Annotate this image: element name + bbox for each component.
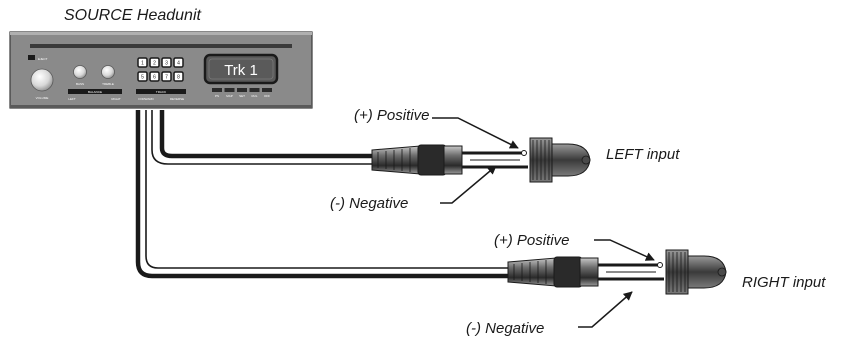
- balance-label: BALANCE: [88, 90, 102, 94]
- keypad-button-1[interactable]: 1: [137, 57, 148, 68]
- display-button-map[interactable]: MAP: [224, 88, 235, 98]
- eject-label: EJECT: [38, 57, 48, 61]
- left-rca-plug: [371, 144, 463, 176]
- svg-text:2: 2: [153, 61, 156, 67]
- cable-left: [151, 110, 372, 165]
- track-label: TRACK: [156, 90, 166, 94]
- keypad-button-5[interactable]: 5: [137, 71, 148, 82]
- track-forward-label: FORWARD: [138, 97, 154, 101]
- keypad-button-6[interactable]: 6: [149, 71, 160, 82]
- svg-text:RUL: RUL: [251, 94, 257, 98]
- display-text: Trk 1: [224, 62, 258, 79]
- svg-text:7: 7: [165, 75, 168, 81]
- balance-bar: [68, 89, 122, 94]
- left-negative-label: (-) Negative: [330, 195, 409, 212]
- svg-text:8: 8: [177, 75, 180, 81]
- headunit: EJECT VOLUME BASS TREBLE BALANCE LEFT RI…: [9, 31, 313, 109]
- keypad-button-7[interactable]: 7: [161, 71, 172, 82]
- right-negative-arrow: [578, 291, 633, 328]
- display-button-rul[interactable]: RUL: [249, 88, 260, 98]
- left-wires: [462, 151, 528, 169]
- svg-text:6: 6: [153, 75, 156, 81]
- keypad-button-3[interactable]: 3: [161, 57, 172, 68]
- right-wires: [598, 263, 664, 281]
- svg-text:SET: SET: [239, 94, 245, 98]
- right-positive-label: (+) Positive: [494, 232, 570, 249]
- right-negative-label: (-) Negative: [466, 320, 545, 337]
- cable-right: [135, 110, 510, 279]
- left-input-label: LEFT input: [606, 146, 680, 163]
- svg-text:MAP: MAP: [226, 94, 233, 98]
- svg-text:PS: PS: [215, 94, 219, 98]
- display-button-off[interactable]: OFF: [262, 88, 272, 98]
- keypad: 1 2 3 4 5 6 7 8: [137, 57, 184, 82]
- svg-text:OFF: OFF: [264, 94, 270, 98]
- keypad-button-2[interactable]: 2: [149, 57, 160, 68]
- display-screen: [203, 53, 279, 85]
- keypad-button-4[interactable]: 4: [173, 57, 184, 68]
- right-positive-terminal: [657, 262, 663, 268]
- balance-left-label: LEFT: [68, 97, 76, 101]
- eject-button[interactable]: [28, 55, 35, 60]
- bass-knob[interactable]: [73, 65, 87, 79]
- left-positive-arrow: [432, 117, 519, 149]
- svg-text:4: 4: [177, 61, 180, 67]
- treble-label: TREBLE: [102, 82, 114, 86]
- balance-right-label: RIGHT: [111, 97, 121, 101]
- left-negative-arrow: [440, 165, 497, 204]
- svg-text:5: 5: [141, 75, 144, 81]
- right-input-label: RIGHT input: [742, 274, 826, 291]
- display-button-set[interactable]: SET: [237, 88, 247, 98]
- right-rca-jack: [657, 249, 727, 295]
- headunit-title: SOURCE Headunit: [64, 7, 201, 24]
- cd-slot[interactable]: [30, 44, 292, 48]
- volume-knob[interactable]: [30, 68, 54, 92]
- keypad-button-8[interactable]: 8: [173, 71, 184, 82]
- track-reverse-label: REVERSE: [170, 97, 184, 101]
- left-rca-jack: [521, 137, 591, 183]
- bass-label: BASS: [76, 82, 84, 86]
- right-rca-plug: [507, 256, 599, 288]
- left-positive-label: (+) Positive: [354, 107, 430, 124]
- treble-knob[interactable]: [101, 65, 115, 79]
- track-bar: [136, 89, 186, 94]
- display-button-ps[interactable]: PS: [212, 88, 222, 98]
- volume-label: VOLUME: [36, 96, 49, 100]
- display-buttons: PS MAP SET RUL OFF: [212, 88, 272, 98]
- svg-text:3: 3: [165, 61, 168, 67]
- left-positive-terminal: [521, 150, 527, 156]
- right-positive-arrow: [594, 239, 655, 261]
- svg-text:1: 1: [141, 61, 144, 67]
